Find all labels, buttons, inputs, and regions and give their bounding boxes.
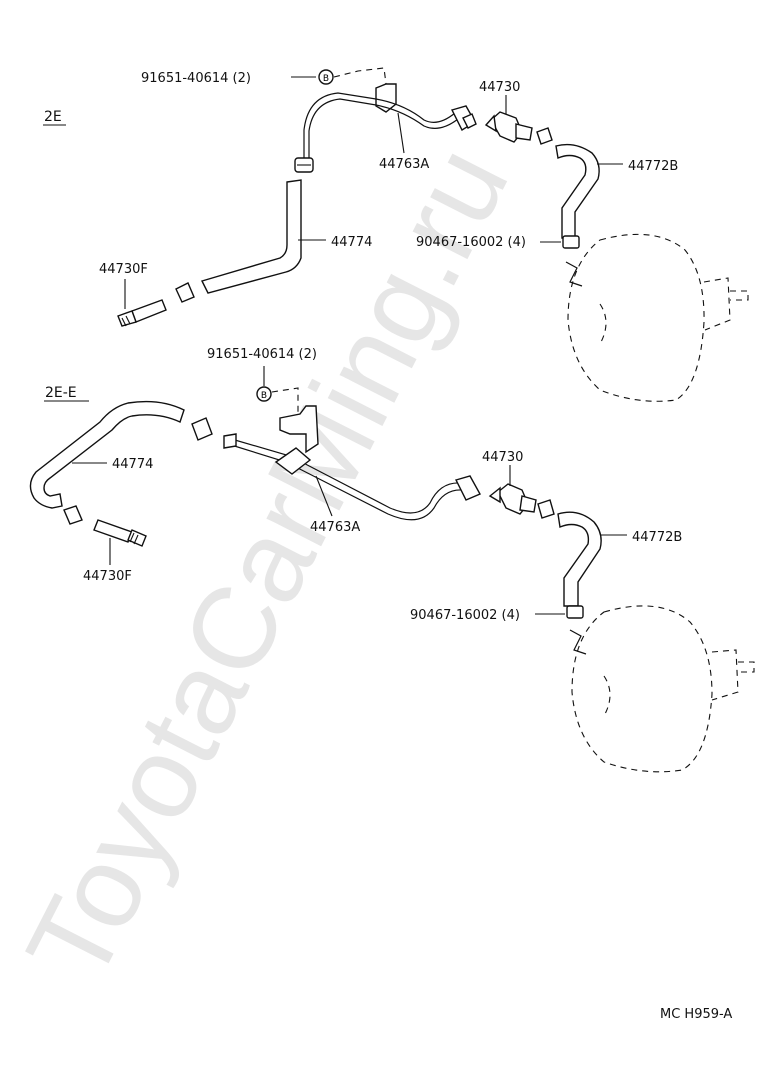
label-91651-40614-bottom: 91651-40614 (2) (207, 347, 317, 362)
bolt-badge-bottom: B (256, 386, 272, 402)
label-90467-16002-bottom: 90467-16002 (4) (410, 608, 520, 623)
pipe-fitting-bottom (454, 475, 481, 501)
pipe-end-bottom (223, 433, 237, 449)
label-44730f-bottom: 44730F (83, 569, 132, 584)
leader-44763a-bottom (315, 475, 333, 517)
label-44730f-top: 44730F (99, 262, 148, 277)
pipe-44763a-top (303, 92, 459, 158)
clamp-lower-left-bottom (63, 505, 83, 525)
label-44772b-bottom: 44772B (632, 530, 682, 545)
union-44730f-top (117, 299, 167, 327)
leader-44763a-top (397, 112, 405, 154)
brake-booster-top (565, 233, 749, 402)
hose-44772b-top (555, 143, 600, 239)
clip-valve-bottom (537, 499, 555, 519)
hose-44774-bottom (29, 400, 185, 509)
clip-valve-top (536, 127, 553, 145)
bolt-badge-letter-bottom: B (261, 391, 267, 401)
bolt-badge-letter: B (323, 74, 329, 84)
figure-code: MC H959-A (660, 1007, 732, 1022)
label-91651-40614-top: 91651-40614 (2) (141, 71, 251, 86)
check-valve-bottom (488, 483, 537, 515)
label-90467-16002-top: 90467-16002 (4) (416, 235, 526, 250)
pipe-grommet-bottom (274, 447, 312, 475)
watermark: ToyotaCarMing.ru (1, 127, 532, 1002)
label-44763a-top: 44763A (379, 157, 429, 172)
label-44774-bottom: 44774 (112, 457, 153, 472)
clamp-left-top (175, 282, 195, 303)
union-44730f-bottom (93, 519, 147, 547)
bolt-dashed-leader-bottom (271, 387, 299, 420)
section-2e: 2E 91651-40614 (2) B 44730 44 (43, 67, 749, 402)
section-2e-e: 2E-E 91651-40614 (2) B 44730 44763A (29, 347, 755, 773)
bolt-dashed-leader-top (333, 67, 387, 85)
section-label-2e: 2E (44, 109, 62, 125)
label-44772b-top: 44772B (628, 159, 678, 174)
label-44763a-bottom: 44763A (310, 520, 360, 535)
clamp-upper-left-top (294, 157, 314, 173)
pipe-44763a-bottom (227, 437, 463, 521)
clip-90467-top (562, 235, 580, 249)
bolt-badge-top: B (318, 69, 334, 85)
hose-44772b-bottom (557, 511, 602, 607)
pipe-nut-top (462, 113, 477, 129)
clamp-upper-bottom (191, 417, 213, 441)
clip-90467-bottom (566, 605, 584, 619)
label-44730-bottom: 44730 (482, 450, 523, 465)
brake-booster-bottom (569, 605, 755, 773)
hose-44774-top (200, 179, 302, 294)
label-44730-top: 44730 (479, 80, 520, 95)
check-valve-top (484, 111, 533, 143)
bracket-bottom (279, 405, 319, 454)
label-44774-top: 44774 (331, 235, 372, 250)
section-label-2e-e: 2E-E (45, 385, 77, 401)
